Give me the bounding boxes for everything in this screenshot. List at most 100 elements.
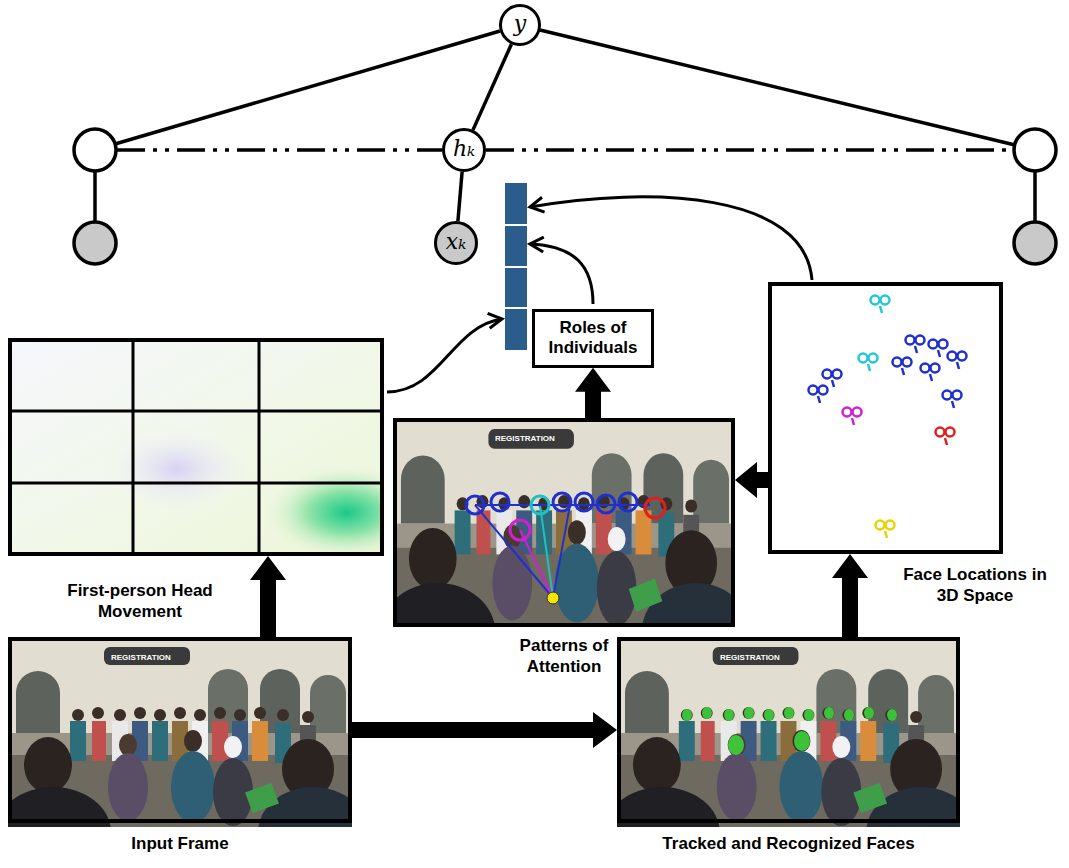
head-motion-flow-part (8, 338, 384, 556)
tracked-photo-part-part (728, 735, 744, 755)
graphical-model-part (1014, 129, 1056, 171)
class-node: y (499, 4, 541, 46)
attention-photo-part-part (553, 493, 571, 511)
roles-box: Roles of Individuals (532, 309, 654, 368)
flow-arrow (250, 556, 286, 637)
observed-node: xₖ (434, 221, 478, 265)
attention-photo-part-part (553, 505, 570, 598)
feature-arrows-part (387, 319, 502, 392)
tracked-photo-part-part (887, 709, 897, 721)
panel-caption: First-person Head Movement (65, 580, 215, 623)
head-motion-flow-part (8, 338, 384, 556)
tracked-photo (604, 637, 976, 868)
tracked-photo-part-part (804, 709, 814, 721)
attention-photo-part-part (475, 504, 650, 506)
node-symbol: y (514, 13, 526, 35)
face-location-map-part (948, 352, 967, 370)
attention-photo-part (475, 505, 650, 598)
flow-arrow (832, 554, 868, 637)
panel-caption: Face Locations in 3D Space (900, 564, 1050, 607)
tracked-photo-part-part (784, 707, 794, 719)
attention-photo-part-part (466, 496, 484, 514)
face-location-map-part (823, 370, 842, 388)
node-symbol: xₖ (446, 231, 466, 253)
graphical-model-part (115, 31, 500, 144)
hidden-node: hₖ (442, 128, 486, 172)
feature-arrows (387, 197, 812, 392)
head-motion-flow-part-part (258, 338, 261, 556)
sign-text: REGISTRATION (717, 652, 783, 664)
model-edge (473, 44, 511, 130)
tracked-photo-part-part (864, 707, 874, 719)
face-location-map-part (936, 428, 955, 446)
box-label: Roles of Individuals (543, 318, 643, 359)
node-symbol: hₖ (453, 138, 475, 160)
tracked-photo-part-part (724, 709, 734, 721)
attention-photo-part-part (597, 495, 615, 513)
flow-arrow (352, 712, 617, 748)
face-location-map-part (921, 364, 940, 382)
graphical-model-part (74, 129, 116, 171)
panel-caption: Patterns of Attention (512, 635, 616, 678)
flow-arrow (575, 368, 611, 418)
feature-arrows-part (530, 197, 812, 280)
graphical-model-part (486, 148, 1013, 152)
input-photo-part (0, 637, 368, 868)
attention-photo-part-part (491, 493, 509, 511)
attention-photo-part-part (575, 493, 593, 511)
attention-photo-part-part (510, 520, 530, 540)
face-locations-panel: Face Locations in 3D Space (768, 282, 1003, 554)
head-movement-panel: First-person Head Movement (8, 338, 384, 556)
head-motion-flow (8, 338, 384, 556)
graphical-model-part (1033, 171, 1037, 222)
face-location-map (809, 296, 967, 539)
face-location-map-part (859, 354, 878, 372)
attention-photo (380, 418, 751, 682)
tracked-photo-part-part (744, 707, 754, 719)
attention-photo-part (380, 418, 751, 682)
face-location-map-part (871, 296, 890, 314)
feature-vector-part (505, 266, 527, 268)
tracked-photo-part-part (794, 731, 810, 751)
input-photo (0, 637, 368, 868)
feature-vector (505, 183, 527, 350)
face-location-map-part (929, 340, 948, 358)
head-motion-flow-part-part (132, 338, 135, 556)
attention-photo-part-part (619, 493, 637, 511)
graphical-model-part (540, 30, 1015, 145)
feature-vector-part (505, 183, 527, 350)
feature-arrows-part (530, 244, 593, 304)
sign-text: REGISTRATION (492, 433, 558, 445)
model-edge (458, 172, 462, 221)
tracked-photo-part-part (824, 707, 834, 719)
graphical-model-part (117, 148, 442, 152)
attention-panel: Patterns of Attention (393, 418, 735, 627)
graphical-model-part (1014, 222, 1056, 264)
graphical-model-part (93, 171, 97, 222)
graphical-model-part (74, 222, 116, 264)
tracked-photo-part-part (844, 709, 854, 721)
input-frame-panel: Input Frame (8, 637, 352, 823)
head-motion-flow-part (8, 338, 384, 556)
attention-photo-part-part (475, 505, 553, 598)
feature-vector-part (505, 224, 527, 226)
panel-caption: Tracked and Recognized Faces (617, 833, 960, 854)
face-location-map-part (893, 358, 912, 376)
tracked-photo-part (682, 707, 897, 755)
attention-photo-part-part (645, 498, 665, 518)
sign-text: REGISTRATION (108, 652, 174, 664)
panel-caption: Input Frame (80, 833, 280, 854)
face-location-map-part (843, 408, 862, 426)
face-location-map-part (906, 336, 925, 354)
head-motion-flow-part-part (8, 410, 384, 413)
head-motion-flow-part-part (8, 482, 384, 485)
face-location-map-part (809, 386, 828, 404)
face-location-map-part (943, 391, 962, 409)
tracked-photo-part (604, 637, 976, 868)
head-motion-flow-part (8, 338, 384, 556)
flow-arrow (735, 462, 768, 498)
attention-photo-part-part (531, 496, 549, 514)
tracked-photo-part-part (682, 709, 692, 721)
attention-photo-part-part (540, 505, 553, 598)
